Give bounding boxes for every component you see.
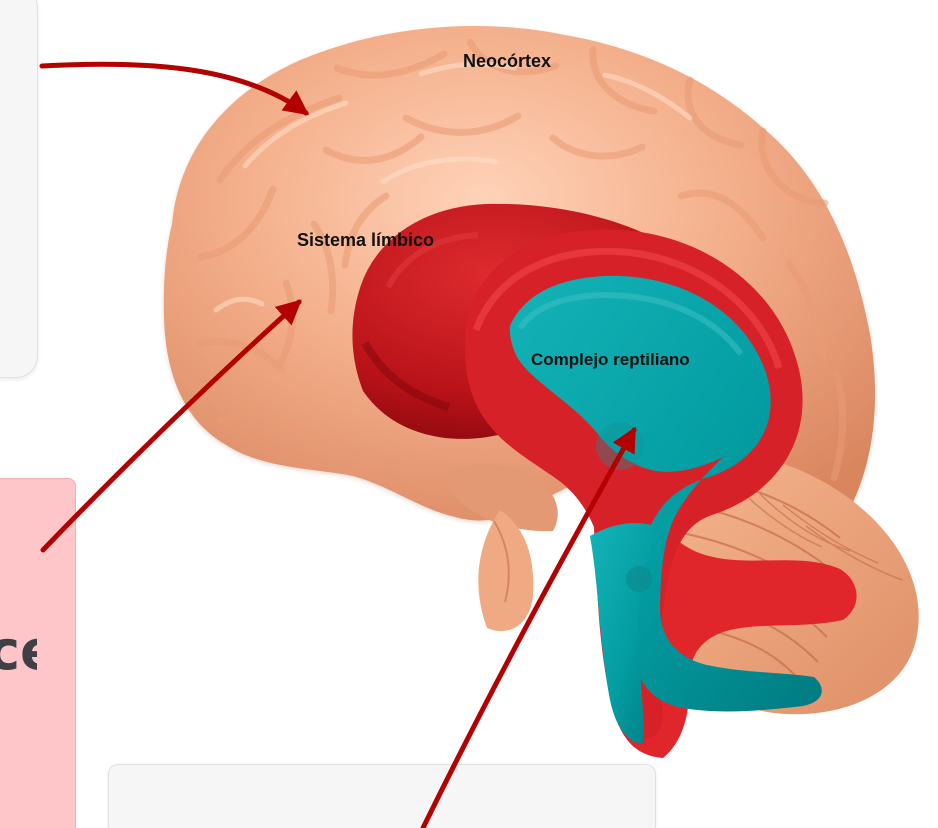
reptilian-complex-label: Complejo reptiliano xyxy=(531,350,690,369)
neocortex-label: Neocórtex xyxy=(463,51,551,71)
limbic-system-label: Sistema límbico xyxy=(297,230,434,250)
brain-stem-detail xyxy=(448,464,558,631)
